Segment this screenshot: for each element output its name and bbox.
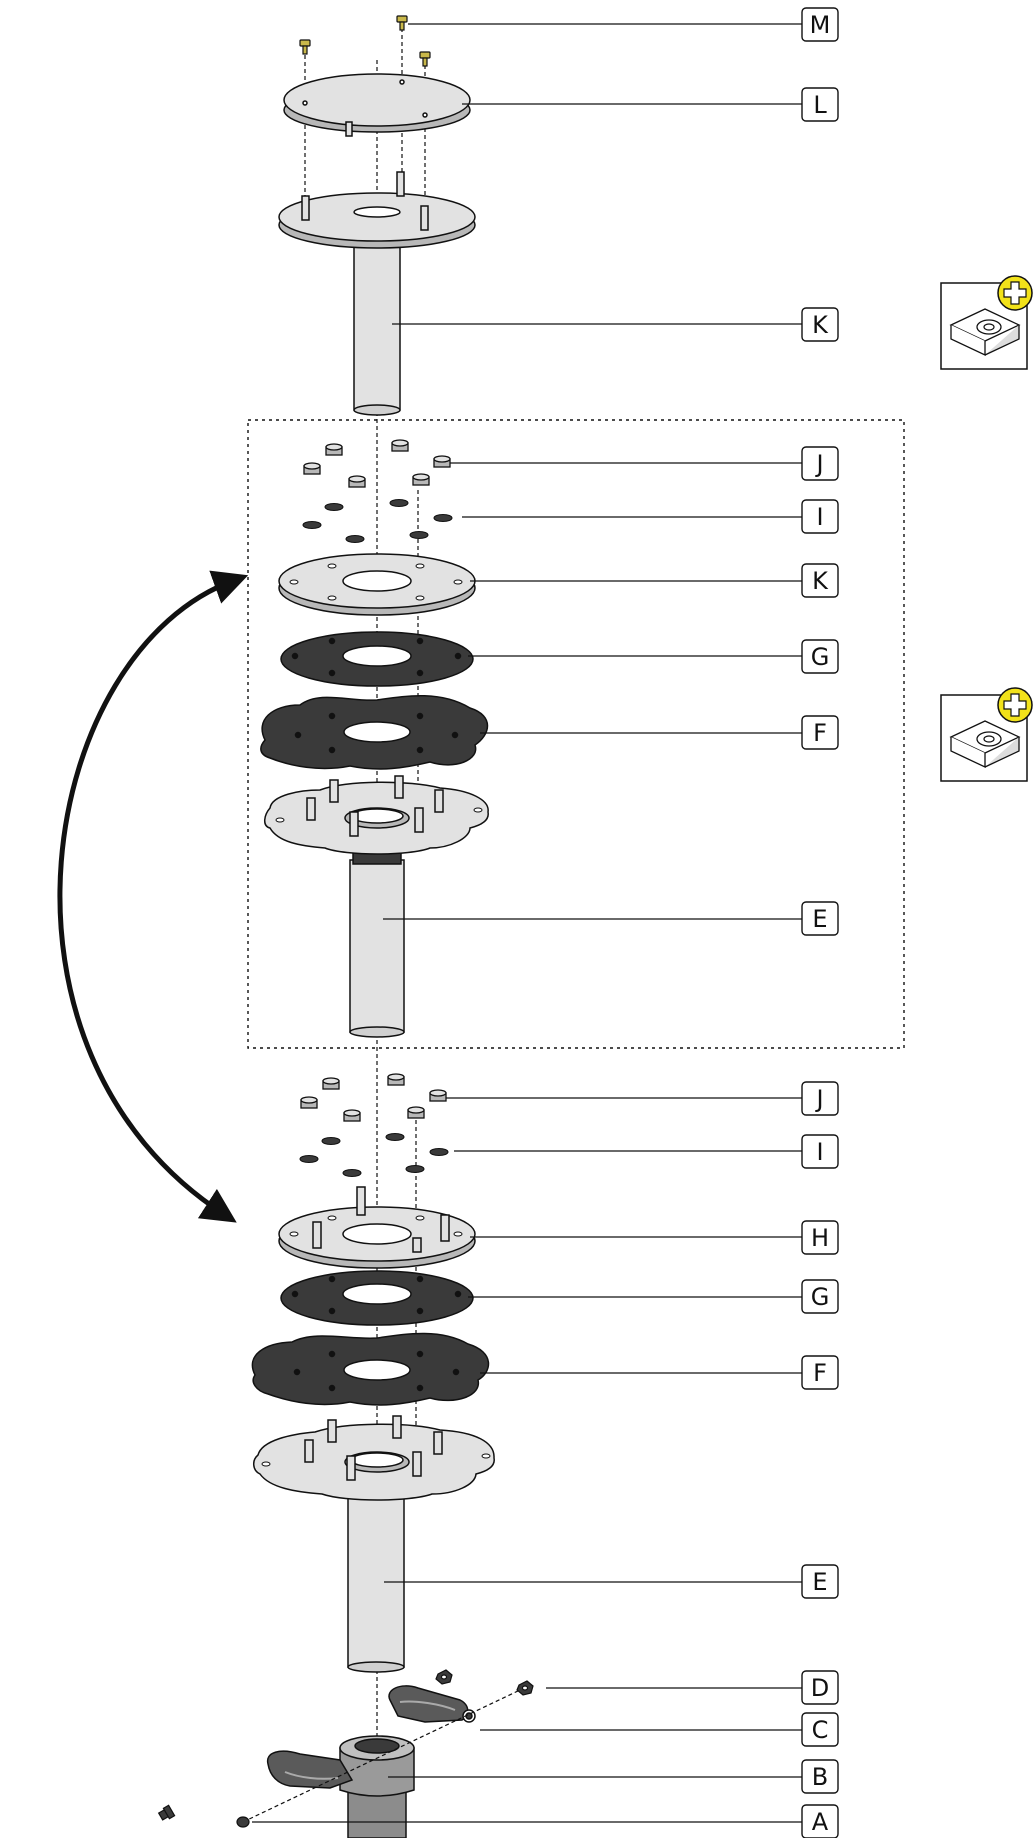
svg-text:D: D (811, 1674, 829, 1702)
label-g-lower: G (801, 1279, 839, 1314)
membrane-f-upper (260, 695, 489, 770)
gasket-g-lower (280, 1270, 474, 1326)
svg-text:I: I (816, 503, 823, 531)
membrane-f-lower (251, 1332, 490, 1406)
washers-i-upper (302, 499, 453, 543)
svg-text:K: K (812, 567, 829, 595)
accessory-icon-middle (940, 687, 1033, 782)
label-e-upper: E (801, 901, 839, 936)
gasket-g-upper (280, 631, 474, 687)
outlet-tube-k-top (278, 171, 476, 416)
label-k-middle: K (801, 563, 839, 598)
svg-text:J: J (814, 1085, 823, 1113)
svg-text:E: E (812, 905, 827, 933)
hex-nuts-d (435, 1669, 534, 1696)
clamping-ring-h (278, 1186, 476, 1269)
drain-body-e-lower (253, 1415, 495, 1673)
svg-text:F: F (813, 719, 827, 747)
label-g-upper: G (801, 639, 839, 674)
label-l: L (801, 87, 839, 122)
label-b: B (801, 1759, 839, 1794)
svg-text:I: I (816, 1138, 823, 1166)
svg-text:A: A (812, 1808, 829, 1836)
svg-text:H: H (811, 1224, 829, 1252)
clamp-plate-k-middle (278, 553, 476, 616)
svg-text:B: B (812, 1763, 828, 1791)
leader-lines (252, 23, 802, 1823)
label-a: A (801, 1804, 839, 1838)
svg-text:G: G (811, 643, 830, 671)
svg-text:K: K (812, 311, 829, 339)
svg-text:G: G (811, 1283, 830, 1311)
label-c: C (801, 1712, 839, 1747)
swap-arrow (57, 570, 249, 1223)
svg-text:C: C (812, 1716, 829, 1744)
screws-a (157, 1689, 521, 1828)
nuts-j-lower (300, 1073, 447, 1122)
label-k-top: K (801, 307, 839, 342)
label-m: M (801, 7, 839, 42)
accessory-icon-top (940, 275, 1033, 370)
label-j-lower: J (801, 1081, 839, 1116)
label-e-lower: E (801, 1564, 839, 1599)
label-j-upper: J (801, 446, 839, 481)
label-i-upper: I (801, 499, 839, 534)
svg-text:F: F (813, 1359, 827, 1387)
pipe-connector-b (339, 1735, 415, 1838)
label-f-lower: F (801, 1355, 839, 1390)
extension-tube-e-upper (264, 775, 489, 1038)
svg-text:M: M (810, 11, 831, 39)
label-h: H (801, 1220, 839, 1255)
washers-i-lower (299, 1133, 449, 1177)
nuts-j-upper (303, 439, 451, 488)
svg-text:E: E (812, 1568, 827, 1596)
svg-text:L: L (813, 91, 827, 119)
label-d: D (801, 1670, 839, 1705)
cover-plate-l (283, 73, 471, 137)
svg-text:J: J (814, 450, 823, 478)
label-f-upper: F (801, 715, 839, 750)
label-i-lower: I (801, 1134, 839, 1169)
